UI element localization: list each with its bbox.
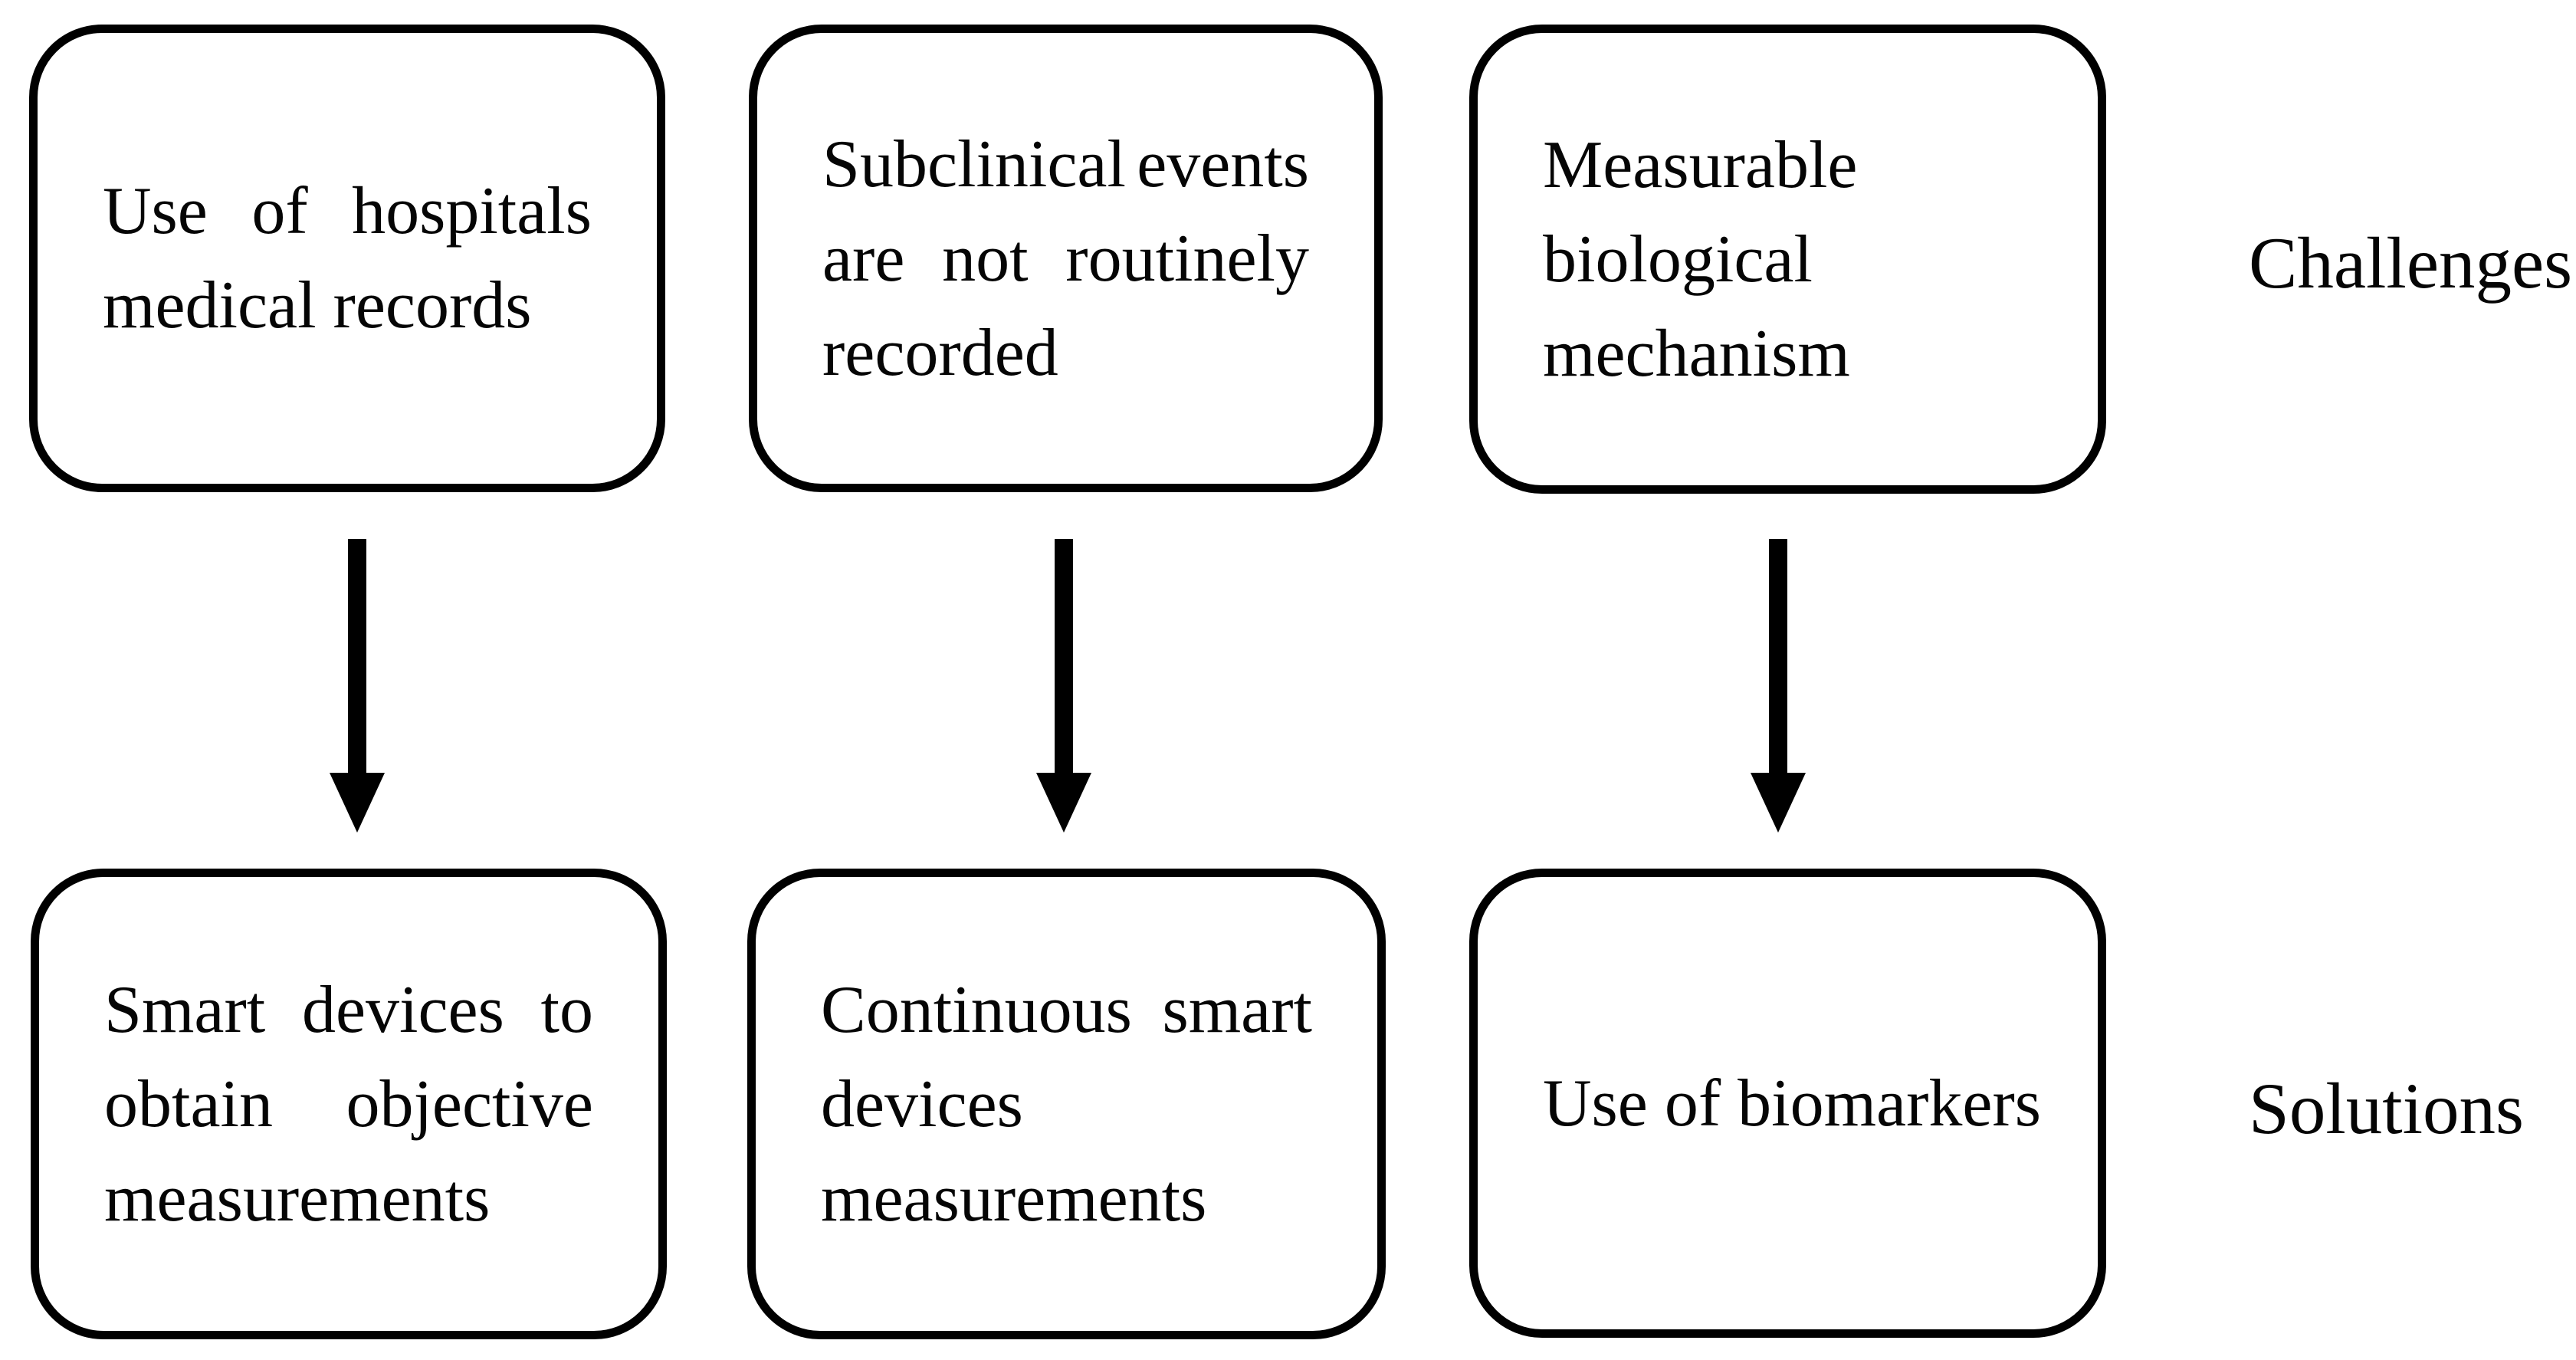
challenge-box-biological-mechanism: Measurable biological mechanism [1469,25,2106,494]
text-line: obtain objective [104,1057,593,1151]
text-word: are [822,221,905,296]
text-word: Smart [104,972,266,1047]
text-line: biological [1543,222,1813,297]
row-label-challenges: Challenges [2249,222,2573,304]
text-word: Subclinical [822,126,1126,202]
row-label-solutions: Solutions [2249,1067,2524,1149]
text-line: measurements [104,1161,491,1236]
text-word: routinely [1065,221,1309,296]
text-word: devices [301,972,504,1047]
text-word: Continuous [821,972,1132,1047]
solution-box-biomarkers: Use of biomarkers [1469,869,2106,1338]
text-word: smart [1162,972,1312,1047]
text-word: not [942,221,1029,296]
text-line: Measurable [1543,127,1858,202]
text-line: Smart devices to [104,963,593,1057]
text-line: mechanism [1543,316,1850,391]
down-arrow-icon-3 [1751,539,1806,833]
text-word: of [251,174,308,248]
text-line: Continuous smart [821,963,1312,1057]
text-line: measurements [821,1161,1207,1236]
text-line: recorded [822,315,1058,390]
text-word: Use [103,174,208,248]
text-word: objective [346,1066,593,1142]
text-line: medical records [103,268,532,343]
solution-box-continuous-measurements: Continuous smart devices measurements [747,869,1386,1339]
text-word: hospitals [352,174,592,248]
text-line: devices [821,1066,1023,1142]
text-word: events [1137,126,1309,202]
text-word: obtain [104,1066,273,1142]
text-line: Use of biomarkers [1543,1066,2042,1141]
solution-box-smart-devices-objective: Smart devices to obtain objective measurement… [31,869,667,1339]
text-word: to [540,972,593,1047]
down-arrow-icon-2 [1036,539,1091,833]
down-arrow-icon-1 [330,539,385,833]
